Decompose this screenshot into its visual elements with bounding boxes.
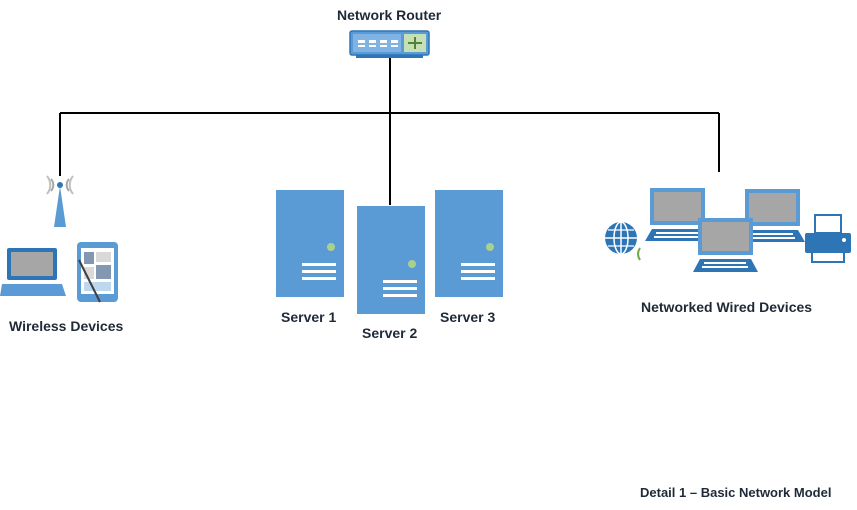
server-icon-2 [357, 206, 425, 314]
tablet-icon [77, 242, 118, 303]
wireless-devices-label: Wireless Devices [9, 318, 124, 334]
desktop-icon-center [693, 218, 758, 272]
router-icon [349, 30, 430, 58]
laptop-icon [0, 248, 66, 296]
server-3-label: Server 3 [440, 309, 496, 325]
desktop-icon-right [740, 189, 805, 242]
server-1-label: Server 1 [281, 309, 337, 325]
router-label: Network Router [337, 7, 442, 23]
diagram-caption: Detail 1 – Basic Network Model [640, 485, 832, 500]
desktop-icon-left [645, 188, 710, 241]
globe-icon [605, 221, 641, 261]
server-2-label: Server 2 [362, 325, 418, 341]
server-icon-1 [276, 190, 344, 297]
connection-lines [59, 56, 720, 205]
antenna-icon [46, 175, 74, 227]
wired-devices-label: Networked Wired Devices [641, 299, 813, 315]
printer-icon [805, 214, 851, 263]
server-icon-3 [435, 190, 503, 297]
